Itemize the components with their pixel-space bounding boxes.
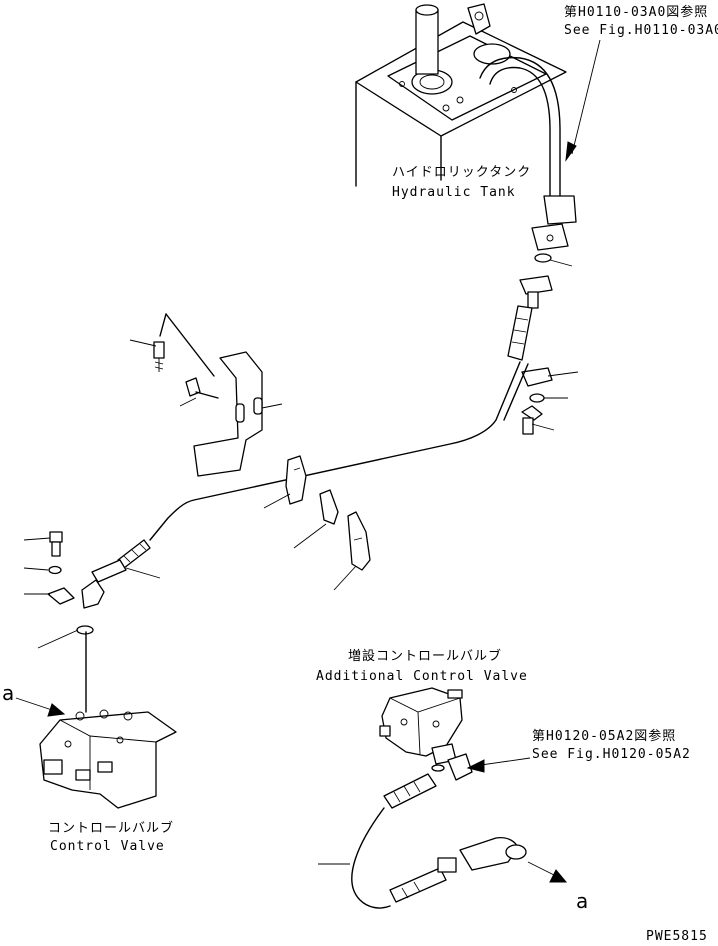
tank-jp-label: ハイドロリックタンク	[392, 165, 531, 180]
ref-top-en-label: See Fig.H0110-03A0	[564, 23, 718, 38]
left-fastener-stack	[47, 531, 94, 635]
reference-arrows	[15, 39, 601, 883]
ref-mid-en-label: See Fig.H0120-05A2	[532, 747, 691, 762]
marker-right-label: a	[576, 889, 588, 913]
valve-jp-label: コントロールバルブ	[48, 820, 174, 836]
tube-clamps	[285, 455, 371, 571]
main-tube	[149, 361, 529, 541]
marker-left-label: a	[2, 681, 14, 705]
valve-en-label: Control Valve	[50, 839, 165, 854]
addvalve-en-label: Additional Control Valve	[316, 669, 528, 684]
tank-clamp-set	[521, 367, 553, 435]
lower-hose	[351, 773, 527, 909]
leader-lines	[23, 259, 579, 865]
additional-control-valve	[379, 687, 463, 757]
hydraulic-tank	[355, 3, 567, 187]
tank-en-label: Hydraulic Tank	[392, 185, 516, 200]
tank-return-pipe	[479, 56, 577, 263]
left-hose	[81, 539, 151, 609]
ref-top-jp-label: 第H0110-03A0図参照	[564, 4, 708, 20]
control-valve	[39, 631, 177, 809]
addvalve-jp-label: 増設コントロールバルブ	[348, 648, 502, 664]
tank-side-hose	[507, 275, 553, 361]
bracket-assembly	[153, 313, 263, 477]
drawing-code-label: PWE5815	[646, 929, 708, 944]
ref-mid-jp-label: 第H0120-05A2図参照	[532, 728, 676, 744]
valve-elbow-fitting	[431, 743, 473, 781]
